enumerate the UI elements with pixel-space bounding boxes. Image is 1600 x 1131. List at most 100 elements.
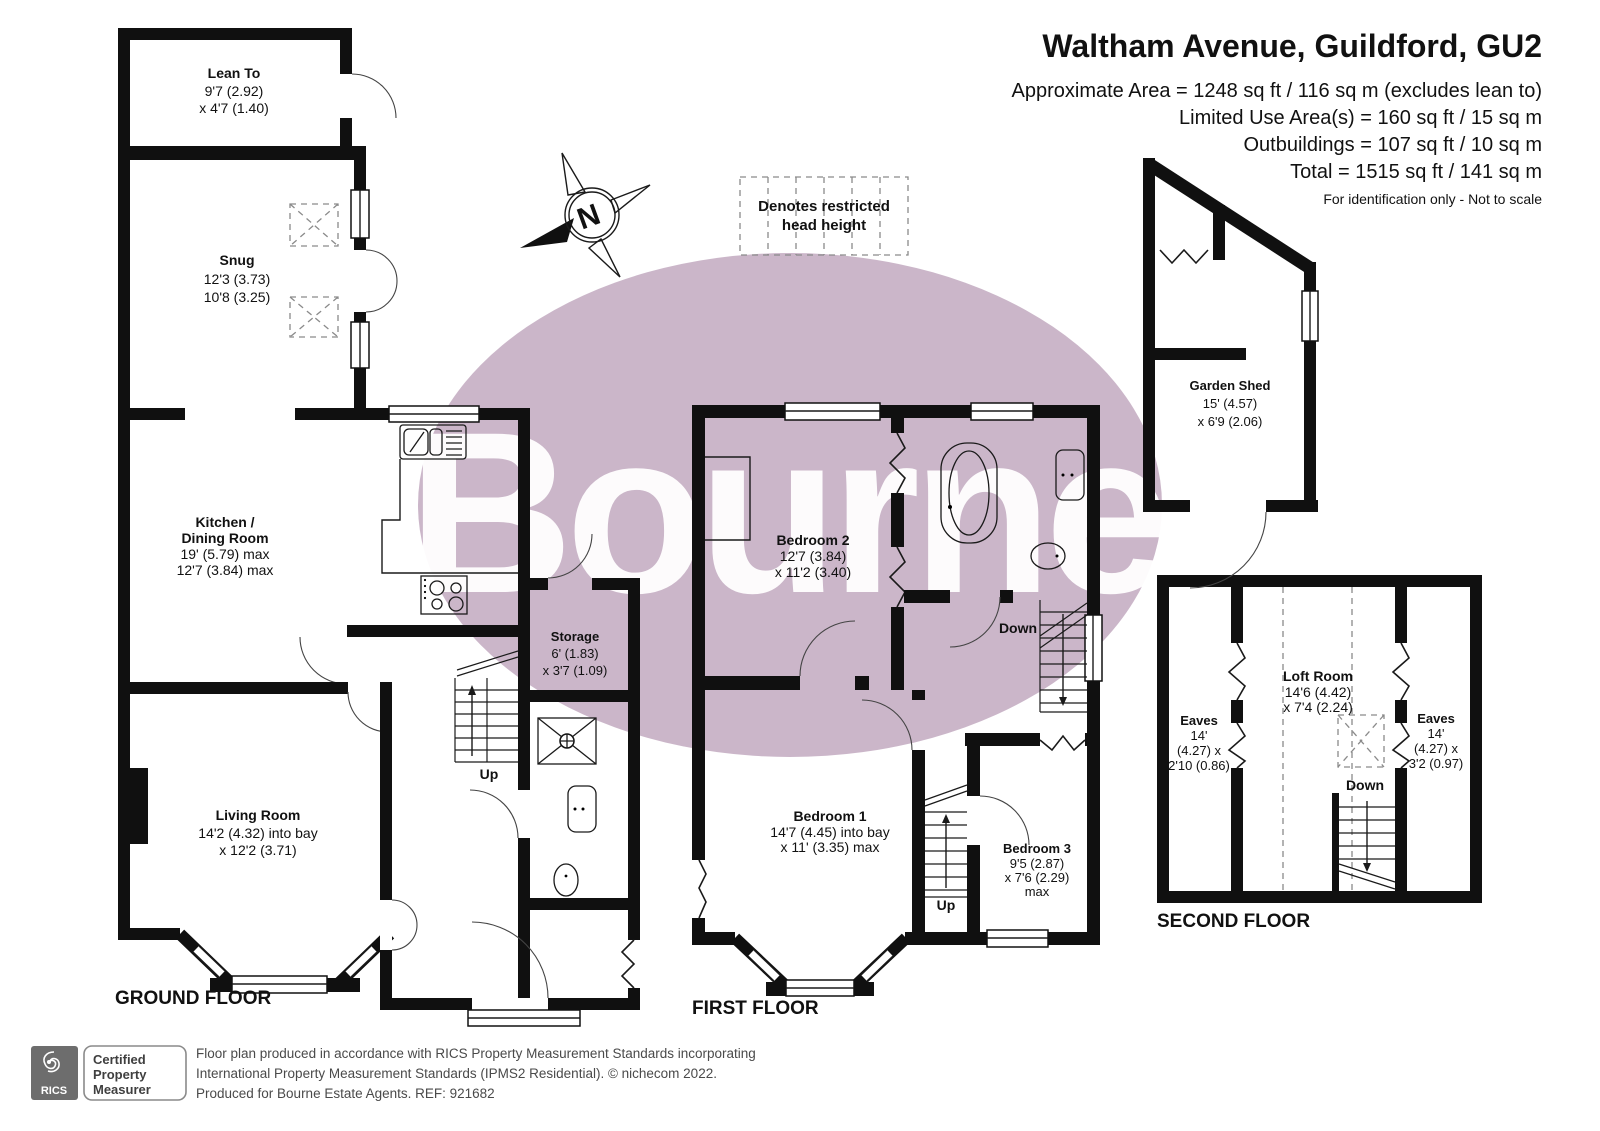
header: Waltham Avenue, Guildford, GU2 Approxima… [1012,28,1543,207]
bed2-door-arc [799,620,856,677]
kitchen-door-arc [299,636,348,685]
footer-line: Produced for Bourne Estate Agents. REF: … [196,1086,495,1101]
bathroom-door-arc [949,596,1001,648]
svg-text:6' (1.83): 6' (1.83) [551,646,598,661]
kitchen-counter [381,459,518,574]
svg-text:(4.27) x: (4.27) x [1177,743,1222,758]
storage-door-arc [547,533,593,579]
chimney-breast [118,768,148,844]
partition-zigzag [888,546,906,608]
svg-text:max: max [1025,884,1050,899]
kitchen-hob [420,575,468,615]
restricted-height-lines [1282,587,1353,891]
cloakroom-sink [567,785,597,833]
svg-text:15' (4.57): 15' (4.57) [1203,396,1258,411]
svg-text:14': 14' [1428,726,1445,741]
bathroom-toilet [1030,542,1066,570]
svg-text:x 7'6 (2.29): x 7'6 (2.29) [1005,870,1070,885]
svg-text:head height: head height [782,217,866,234]
watermark: Bourne [408,253,1174,757]
stairs-up-label: Up [480,766,499,782]
shed-door-arc [1189,511,1267,589]
footer: RICS Certified Property Measurer Floor p… [31,1045,756,1101]
svg-text:12'3 (3.73): 12'3 (3.73) [204,271,271,287]
area-line: Outbuildings = 107 sq ft / 10 sq m [1243,134,1542,156]
svg-text:Dining Room: Dining Room [181,530,268,546]
svg-text:x 6'9 (2.06): x 6'9 (2.06) [1198,414,1263,429]
kitchen-sink [399,424,467,460]
bed3-door-arc [979,795,1030,846]
restricted-height-marker [1337,714,1385,768]
restricted-height-legend: Denotes restricted head height [739,176,909,256]
svg-text:Certified: Certified [93,1052,146,1067]
eaves-access-zigzag [1391,642,1411,701]
floor-label-ground: GROUND FLOOR [115,988,271,1009]
svg-text:14': 14' [1191,728,1208,743]
restricted-height-marker [289,203,339,338]
floor-label-first: FIRST FLOOR [692,998,819,1019]
ground-stairs [454,650,519,763]
compass-north-label: N [573,198,605,236]
garden-shed-plan: Garden Shed 15' (4.57) x 6'9 (2.06) [1143,158,1319,589]
svg-text:3'2 (0.97): 3'2 (0.97) [1409,756,1464,771]
footer-line: Floor plan produced in accordance with R… [196,1046,756,1061]
second-floor-plan: Loft Room 14'6 (4.42) x 7'4 (2.24) Eaves… [1157,575,1482,932]
bathroom-sink [1055,449,1085,501]
rics-wordmark: RICS [41,1085,67,1097]
bathtub [940,442,998,544]
svg-text:14'6 (4.42): 14'6 (4.42) [1285,684,1352,700]
hall-door-arc [391,899,418,926]
snug-door-arc [365,249,398,282]
first-floor-stairs-up [924,784,968,898]
floor-label-second: SECOND FLOOR [1157,911,1310,932]
shower-room-door-arc [469,789,519,839]
svg-text:10'8 (3.25): 10'8 (3.25) [204,289,271,305]
bed1-bay-window [730,933,911,997]
svg-text:2'10 (0.86): 2'10 (0.86) [1168,758,1230,773]
room-label: Kitchen / [195,514,254,530]
svg-text:x 12'2 (3.71): x 12'2 (3.71) [219,842,296,858]
room-label: Bedroom 1 [793,808,866,824]
svg-text:12'7 (3.84): 12'7 (3.84) [780,548,847,564]
room-label: Eaves [1417,711,1455,726]
compass: N [520,152,651,278]
living-bay-window [175,929,395,994]
svg-text:x 11'2 (3.40): x 11'2 (3.40) [775,564,851,580]
toilet [553,863,579,897]
snug-door-arc [365,280,398,313]
bed1-side-window-zigzag [698,859,707,919]
watermark-text: Bourne [408,384,1166,641]
room-label: Garden Shed [1190,378,1271,393]
svg-text:19' (5.79) max: 19' (5.79) max [180,546,269,562]
rics-logo [31,1046,78,1100]
ground-floor-plan: Lean To 9'7 (2.92) x 4'7 (1.40) Snug 12'… [115,28,640,1027]
svg-text:x 11' (3.35) max: x 11' (3.35) max [781,839,880,855]
rics-lion-glyph [43,1051,60,1073]
shower-tray [537,717,597,765]
stairs-down-label: Down [999,620,1037,636]
scale-disclaimer: For identification only - Not to scale [1323,191,1542,207]
second-floor-stairs [1338,801,1396,890]
eaves-access-zigzag [1391,722,1411,769]
svg-text:9'7 (2.92): 9'7 (2.92) [205,83,264,99]
stairs-down-label: Down [1346,777,1384,793]
room-label: Snug [220,252,255,268]
room-label: Storage [551,629,599,644]
first-floor-stairs-down [1039,600,1088,713]
footer-line: International Property Measurement Stand… [196,1066,717,1081]
front-door-arc [471,921,549,999]
lean-to-door-arc [351,73,397,119]
svg-text:x 4'7 (1.40): x 4'7 (1.40) [199,100,269,116]
svg-text:14'2 (4.32) into bay: 14'2 (4.32) into bay [198,825,317,841]
bed3-zigzag-window [1039,734,1086,752]
page-title: Waltham Avenue, Guildford, GU2 [1042,28,1542,64]
room-label: Lean To [208,65,261,81]
shed-door-zigzag [1159,248,1209,265]
bed2-alcove [705,456,751,541]
partition-zigzag [888,432,906,494]
svg-text:9'5 (2.87): 9'5 (2.87) [1010,856,1065,871]
stairs-up-label: Up [937,897,956,913]
hall-door-arc [391,924,418,951]
watermark-ellipse [418,253,1162,757]
